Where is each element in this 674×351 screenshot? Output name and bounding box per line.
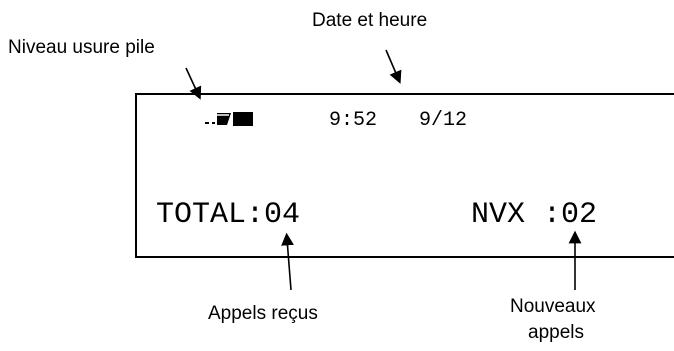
total-calls-display: TOTAL:04 [156,198,301,232]
calls-received-label: Appels reçus [208,303,318,324]
battery-level-icon [205,112,253,126]
lcd-display: 9:52 9/12 TOTAL:04 NVX :02 [135,93,674,258]
battery-arrow [185,67,202,100]
date-display: 9/12 [419,109,468,132]
battery-wear-label: Niveau usure pile [8,37,155,58]
new-calls-label-line1: Nouveaux [510,296,596,317]
new-calls-display: NVX :02 [471,198,598,232]
time-display: 9:52 [329,109,378,132]
calls-received-arrow [281,232,294,291]
new-calls-label-line2: appels [528,322,584,343]
date-time-arrow [385,49,402,84]
date-time-label: Date et heure [312,10,428,31]
